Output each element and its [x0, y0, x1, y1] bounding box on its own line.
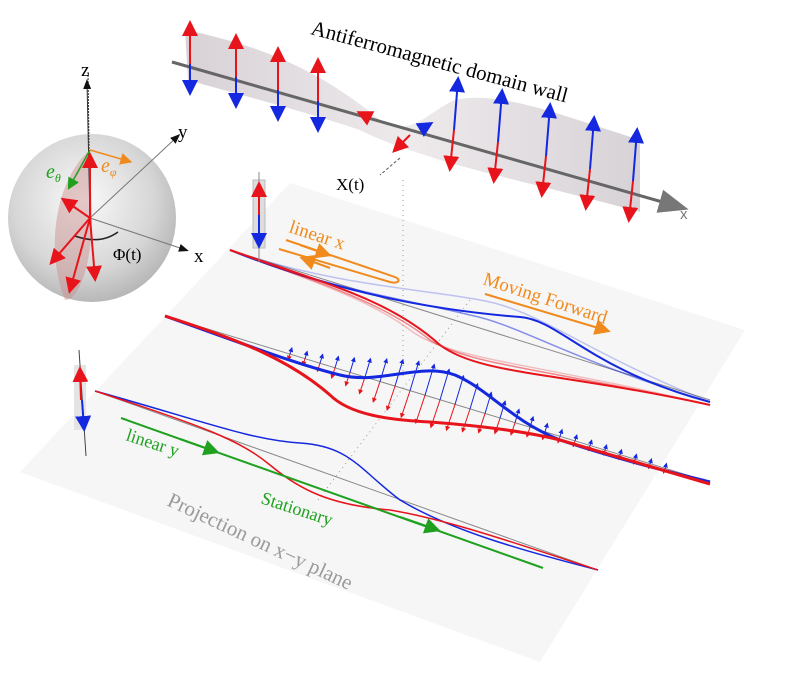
down-spin-arrow: [622, 180, 639, 223]
stationary-red-trajectory: [94, 390, 599, 571]
envelope-red-arrow: [509, 422, 516, 436]
moving-forward-arrow: [484, 293, 611, 335]
domain-wall-ribbon: [185, 30, 640, 212]
linear-y-oscillator: [72, 349, 92, 457]
envelope-red-arrow: [372, 381, 381, 403]
up-spin-arrow: [628, 127, 645, 182]
envelope-blue-arrow: [573, 434, 579, 442]
spin-vectors: [49, 152, 102, 294]
envelope-blue-arrow: [647, 457, 653, 465]
down-spin-arrow: [487, 141, 504, 184]
wall-spin-arrow: [356, 111, 375, 126]
stationary-blue-trajectory: [94, 390, 599, 571]
envelope-blue-arrow: [303, 350, 309, 359]
x-axis: [89, 217, 189, 252]
envelope-red-arrow: [445, 404, 456, 432]
envelope-blue-arrow: [409, 360, 421, 391]
moving-trajectories: [229, 249, 711, 406]
envelope-red-arrow: [477, 413, 486, 434]
envelope-blue-arrow: [499, 400, 507, 419]
envelope-red-arrow: [358, 376, 366, 395]
down-spin-arrow: [579, 168, 596, 211]
domain-wall-3d: Antiferromagnetic domain wall X(t) x: [171, 16, 689, 223]
linear-x-path: [278, 239, 400, 284]
wall-x-axis-label: x: [680, 206, 688, 223]
envelope-red-arrow: [493, 418, 501, 435]
z-axis-label: z: [81, 60, 89, 81]
envelope-red-arrow: [400, 390, 411, 419]
domain-wall-envelope: [164, 314, 711, 486]
up-spin-arrow: [585, 115, 602, 170]
position-label: X(t): [336, 175, 364, 194]
envelope-blue-arrow: [632, 453, 638, 460]
envelope-blue-arrow: [334, 355, 340, 368]
envelope-blue-arrow: [558, 428, 564, 437]
up-spin-arrow: [493, 88, 510, 143]
x-axis-label: x: [194, 246, 204, 267]
down-spin-arrow: [535, 155, 552, 198]
projection-plane: [20, 183, 745, 662]
y-axis: [89, 133, 181, 219]
envelope-blue-arrow: [543, 422, 549, 433]
envelope-blue-arrow: [319, 353, 324, 364]
envelope-red-arrow: [414, 395, 426, 425]
down-spin-arrow: [443, 129, 460, 172]
position-pointer: [379, 157, 401, 176]
envelope-red-arrow: [344, 372, 351, 387]
moving-red-trajectory: [229, 249, 711, 406]
envelope-red-arrow: [461, 408, 471, 433]
y-axis-label: y: [178, 122, 188, 143]
envelope-red: [164, 314, 711, 486]
envelope-blue-arrow: [454, 374, 465, 405]
e-phi-vector: [89, 149, 133, 165]
wall-spin-arrow: [415, 121, 434, 138]
envelope-blue-arrow: [364, 357, 372, 378]
stationary-trajectories: [94, 390, 599, 571]
bloch-sphere: z y x eθ eφ Φ(t): [8, 60, 204, 302]
envelope-red-arrow: [385, 385, 396, 411]
envelope-blue-arrow: [603, 444, 608, 451]
projection-drop-line: [317, 299, 471, 501]
phi-angle-label: Φ(t): [113, 245, 141, 264]
e-phi-label: eφ: [101, 155, 117, 179]
e-theta-label: eθ: [46, 161, 61, 185]
envelope-blue-arrow: [662, 462, 668, 469]
up-spin-arrow: [541, 102, 558, 157]
envelope-blue-arrow: [588, 439, 593, 446]
envelope-blue-arrow: [439, 368, 451, 401]
ribbon-spin-arrows: [182, 20, 645, 223]
up-spin-arrow: [449, 76, 466, 131]
envelope-blue-arrow: [349, 356, 356, 373]
envelope-blue-arrow: [288, 346, 294, 355]
envelope-blue-arrow: [617, 448, 623, 455]
domain-wall-title: Antiferromagnetic domain wall: [309, 16, 571, 108]
phi-angle-arc: [74, 231, 119, 241]
wall-spin-arrow: [392, 134, 411, 153]
